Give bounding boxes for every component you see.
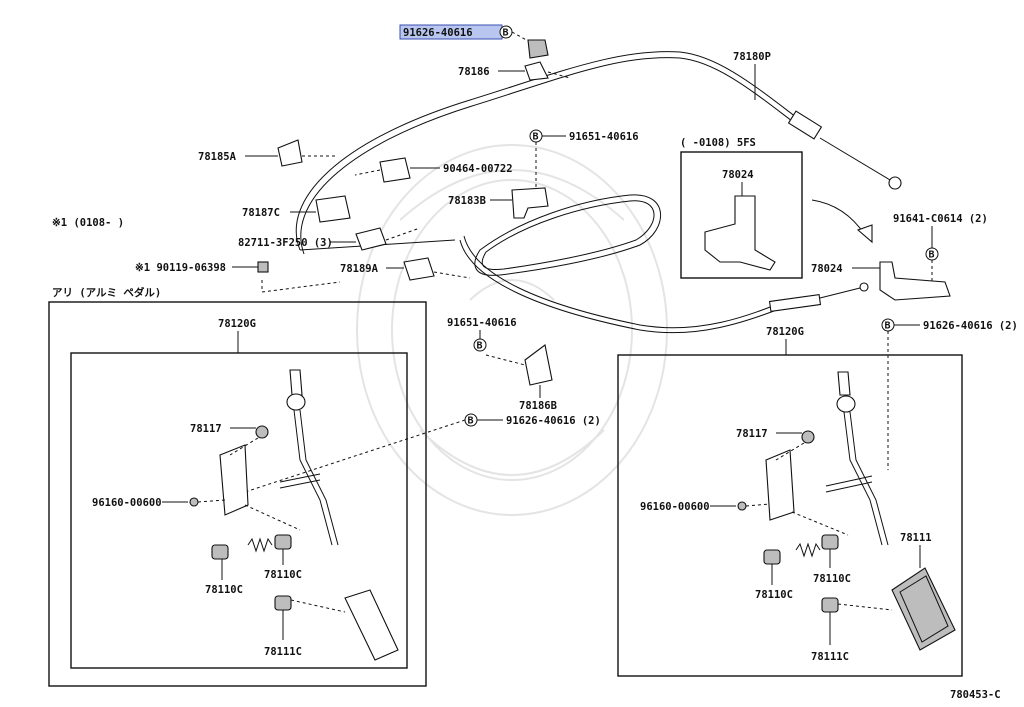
label-90464[interactable]: 90464-00722 [443, 163, 513, 175]
aluminum-pedal-group-label: アリ (アルミ ペダル) [52, 286, 161, 299]
label-78187C[interactable]: 78187C [242, 207, 280, 219]
bushing-left-a [211, 544, 229, 560]
clip-78187C [315, 195, 351, 223]
label-78024-inset[interactable]: 78024 [722, 169, 754, 181]
inset-group-label: ( -0108) 5FS [680, 137, 756, 149]
svg-text:B: B [929, 250, 935, 261]
pedal-arm-right [765, 449, 795, 521]
label-96160-right[interactable]: 96160-00600 [640, 501, 710, 513]
bracket-78185A [277, 139, 303, 167]
label-78186B[interactable]: 78186B [519, 400, 557, 412]
label-91626-mid[interactable]: 91626-40616 (2) [506, 415, 601, 427]
bolt-90119 [257, 261, 269, 273]
left-inner-frame [70, 352, 408, 669]
bracket-78024 [879, 261, 951, 301]
bolt-part [527, 39, 549, 59]
clamp-78186 [524, 61, 549, 81]
label-91641[interactable]: 91641-C0614 (2) [893, 213, 988, 225]
label-78189A[interactable]: 78189A [340, 263, 379, 275]
inset-frame [680, 151, 803, 279]
label-78111[interactable]: 78111 [900, 532, 932, 544]
bracket-78183B [511, 187, 549, 219]
spring-left [247, 537, 273, 553]
svg-text:B: B [477, 341, 483, 352]
bracket-78024-inset [704, 195, 776, 271]
label-82711[interactable]: 82711-3F250 (3) [238, 237, 333, 249]
label-91626-top[interactable]: 91626-40616 [403, 27, 473, 39]
label-78110C-right-a[interactable]: 78110C [755, 589, 793, 601]
watermark-emblem [356, 144, 668, 516]
note-1-range: ※1 (0108- ) [52, 217, 124, 229]
label-91626-right[interactable]: 91626-40616 (2) [923, 320, 1018, 332]
label-78111C-left[interactable]: 78111C [264, 646, 302, 658]
label-78186[interactable]: 78186 [458, 66, 490, 78]
label-91651-b[interactable]: 91651-40616 [447, 317, 517, 329]
clip-90464 [379, 157, 411, 183]
arrow-indicator [811, 199, 866, 236]
label-78180P[interactable]: 78180P [733, 51, 771, 63]
label-78110C-left-a[interactable]: 78110C [205, 584, 243, 596]
bushing-left-b [274, 534, 292, 550]
label-78183B[interactable]: 78183B [448, 195, 486, 207]
diagram-code: 780453-C [950, 689, 1001, 701]
svg-text:B: B [533, 132, 539, 143]
label-90119[interactable]: ※1 90119-06398 [135, 262, 226, 274]
callout-b-letter: B [503, 28, 509, 39]
label-78120G-right[interactable]: 78120G [766, 326, 804, 338]
svg-text:B: B [468, 416, 474, 427]
label-78111C-right[interactable]: 78111C [811, 651, 849, 663]
svg-text:B: B [885, 321, 891, 332]
aluminum-pad-left [344, 589, 399, 661]
label-78110C-right-b[interactable]: 78110C [813, 573, 851, 585]
accelerator-cable [295, 51, 902, 334]
pedal-pad-78111 [891, 567, 956, 651]
label-78120G-left[interactable]: 78120G [218, 318, 256, 330]
label-78117-right[interactable]: 78117 [736, 428, 768, 440]
label-78024[interactable]: 78024 [811, 263, 843, 275]
label-96160-left[interactable]: 96160-00600 [92, 497, 162, 509]
label-78185A[interactable]: 78185A [198, 151, 237, 163]
spring-78189A [403, 257, 435, 281]
label-91651-a[interactable]: 91651-40616 [569, 131, 639, 143]
pedal-arm-left [219, 444, 249, 516]
left-outer-frame [48, 301, 427, 687]
label-78117-left[interactable]: 78117 [190, 423, 222, 435]
clamp-78186B [524, 344, 553, 386]
clip-82711 [355, 227, 387, 251]
label-78110C-left-b[interactable]: 78110C [264, 569, 302, 581]
right-frame [617, 354, 963, 677]
